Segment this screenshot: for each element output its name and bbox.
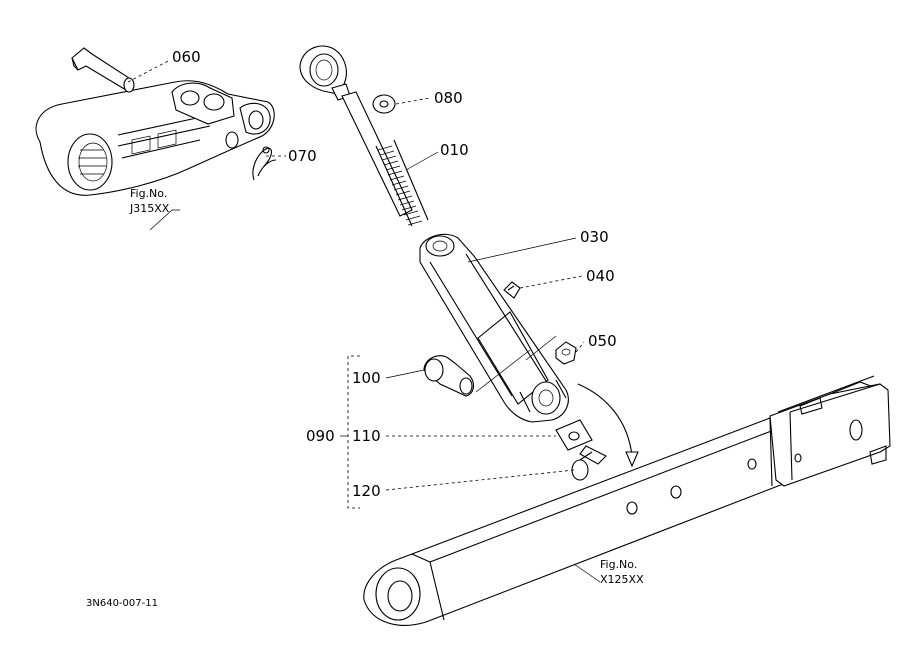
clip-pin-120 bbox=[571, 445, 607, 481]
part-label-060: 060 bbox=[172, 48, 201, 66]
part-label-010: 010 bbox=[440, 141, 469, 159]
rotation-arrow bbox=[577, 383, 639, 468]
grease-fitting-040 bbox=[503, 281, 521, 299]
part-label-050: 050 bbox=[588, 332, 617, 350]
part-label-080: 080 bbox=[434, 89, 463, 107]
leader-lines bbox=[127, 59, 601, 583]
part-label-030: 030 bbox=[580, 228, 609, 246]
document-id: 3N640-007-11 bbox=[86, 598, 158, 609]
lower-link bbox=[363, 375, 891, 626]
pin-100 bbox=[423, 355, 475, 397]
fig-ref-j315xx-line2: J315XX bbox=[129, 202, 170, 215]
part-label-110: 110 bbox=[352, 427, 381, 445]
part-label-070: 070 bbox=[288, 147, 317, 165]
turnbuckle-rod-010 bbox=[299, 45, 429, 227]
snap-pin-070 bbox=[252, 146, 277, 181]
part-label-090: 090 bbox=[306, 427, 335, 445]
part-label-100: 100 bbox=[352, 369, 381, 387]
washer-110 bbox=[555, 419, 593, 451]
washer-080 bbox=[372, 94, 396, 114]
fig-ref-x125xx-line2: X125XX bbox=[600, 573, 644, 586]
upper-link-bracket bbox=[35, 80, 275, 196]
part-label-120: 120 bbox=[352, 482, 381, 500]
sleeve-030 bbox=[419, 233, 569, 423]
part-label-040: 040 bbox=[586, 267, 615, 285]
group-bracket-090 bbox=[340, 355, 360, 509]
fig-ref-j315xx-line1: Fig.No. bbox=[130, 187, 167, 200]
nut-050 bbox=[555, 341, 577, 365]
fig-ref-x125xx-line1: Fig.No. bbox=[600, 558, 637, 571]
pin-060 bbox=[71, 47, 135, 93]
